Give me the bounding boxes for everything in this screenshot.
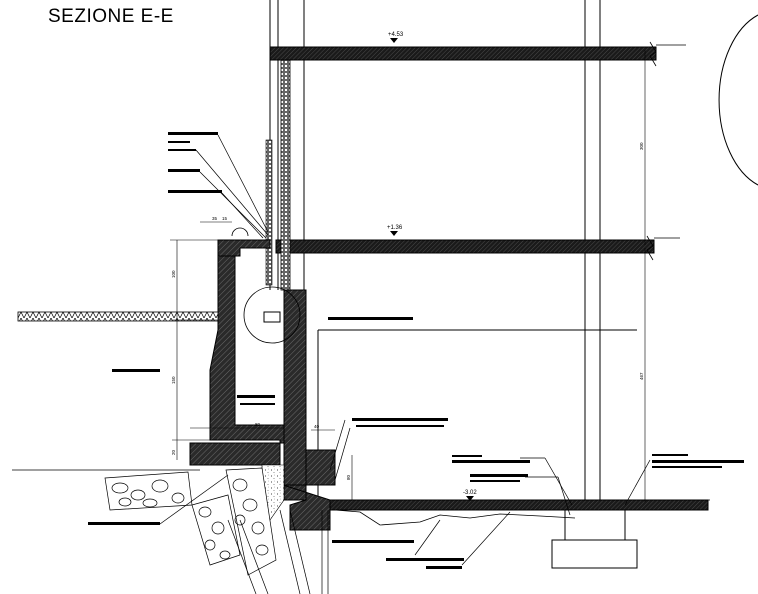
level-first: +1.36 — [387, 225, 403, 231]
pillar-footing — [551, 539, 638, 569]
dim-wall-upper: 100 — [171, 270, 176, 278]
dim-small-a: 35 — [212, 216, 218, 221]
detail-circle-small — [243, 286, 301, 344]
section-title: SEZIONE E-E — [48, 6, 174, 27]
brick-wall — [280, 59, 291, 291]
retaining-wall — [189, 239, 285, 466]
dim-small-d: 80 — [346, 474, 351, 480]
wall-cap — [217, 239, 271, 257]
detail-beam — [263, 311, 281, 323]
gutter — [231, 227, 249, 237]
detail-circle — [718, 14, 758, 186]
dimension-lines — [170, 50, 646, 502]
slope-lines — [227, 509, 329, 594]
subfloor-profile — [334, 509, 576, 526]
window-frame — [265, 139, 273, 286]
slab-first — [275, 239, 655, 254]
dim-lower-storey: 467 — [639, 372, 644, 380]
slab-top — [269, 46, 657, 61]
stone-masonry — [104, 467, 277, 576]
level-basement: -3.02 — [463, 490, 477, 496]
terrain-left — [17, 311, 219, 322]
dim-upper-storey: 300 — [639, 142, 644, 150]
dim-wall-lower: 150 — [171, 376, 176, 384]
level-markers — [390, 38, 474, 501]
dim-footing-width: 80 — [255, 422, 261, 427]
dim-small-c: 40 — [314, 424, 320, 429]
note-bars — [88, 132, 744, 569]
break-lines — [600, 41, 710, 501]
dim-parapet: 20 — [171, 449, 176, 455]
leader-lines — [159, 134, 651, 566]
dim-small-b: 15 — [222, 216, 228, 221]
level-top: +4.53 — [388, 32, 404, 38]
basement-wall — [283, 289, 307, 501]
slab-basement — [327, 499, 709, 511]
